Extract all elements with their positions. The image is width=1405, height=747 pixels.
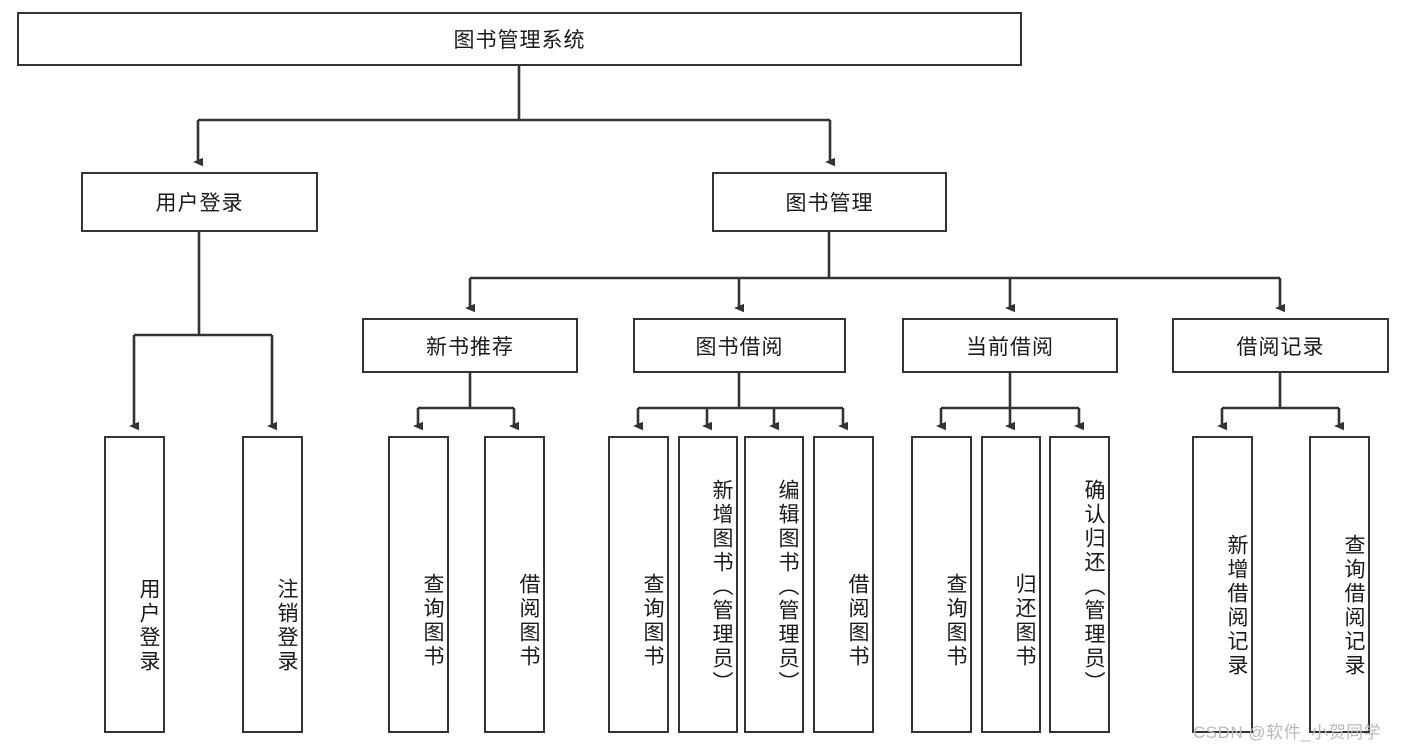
node-book-borrow-label: 图书借阅	[695, 335, 784, 359]
node-borrow-record[interactable]: 借阅记录	[1172, 318, 1389, 373]
node-book-borrow[interactable]: 图书借阅	[633, 318, 846, 373]
node-user-login-label: 用户登录	[155, 192, 244, 215]
node-leaf-add-book[interactable]: 新增图书（管理员）	[678, 436, 738, 733]
node-leaf-query-borrow-record[interactable]: 查询借阅记录	[1309, 436, 1370, 733]
node-root-label: 图书管理系统	[453, 29, 586, 52]
node-root[interactable]: 图书管理系统	[17, 12, 1022, 66]
node-borrow-record-label: 借阅记录	[1236, 335, 1325, 359]
node-current-borrow[interactable]: 当前借阅	[902, 318, 1118, 373]
node-leaf-query-borrow-record-label: 查询借阅记录	[1342, 533, 1365, 678]
node-leaf-edit-book[interactable]: 编辑图书（管理员）	[744, 436, 804, 733]
node-leaf-query-book-2[interactable]: 查询图书	[608, 436, 669, 733]
node-leaf-borrow-book-1[interactable]: 借阅图书	[484, 436, 545, 733]
node-leaf-edit-book-label: 编辑图书（管理员）	[776, 478, 799, 695]
node-leaf-return-book[interactable]: 归还图书	[981, 436, 1041, 733]
node-leaf-query-book-1-label: 查询图书	[421, 572, 444, 669]
node-leaf-query-book-1[interactable]: 查询图书	[388, 436, 449, 733]
node-book-management[interactable]: 图书管理	[712, 172, 947, 232]
node-leaf-query-book-2-label: 查询图书	[641, 572, 664, 669]
node-leaf-borrow-book-1-label: 借阅图书	[517, 572, 540, 669]
node-new-book-recommend-label: 新书推荐	[426, 335, 514, 359]
node-leaf-query-book-3[interactable]: 查询图书	[911, 436, 972, 733]
node-book-management-label: 图书管理	[785, 192, 874, 215]
node-leaf-borrow-book-2[interactable]: 借阅图书	[813, 436, 874, 733]
node-leaf-user-login-label: 用户登录	[137, 577, 160, 674]
node-leaf-return-book-label: 归还图书	[1013, 572, 1036, 669]
node-leaf-add-borrow-record[interactable]: 新增借阅记录	[1192, 436, 1253, 733]
node-current-borrow-label: 当前借阅	[966, 335, 1054, 359]
node-leaf-add-borrow-record-label: 新增借阅记录	[1225, 533, 1248, 678]
node-leaf-user-login[interactable]: 用户登录	[104, 436, 165, 733]
node-leaf-add-book-label: 新增图书（管理员）	[710, 478, 733, 695]
node-leaf-query-book-3-label: 查询图书	[944, 572, 967, 669]
node-leaf-confirm-return-label: 确认归还（管理员）	[1082, 478, 1105, 695]
node-leaf-borrow-book-2-label: 借阅图书	[846, 572, 869, 669]
node-leaf-logout-login-label: 注销登录	[275, 577, 298, 674]
node-leaf-confirm-return[interactable]: 确认归还（管理员）	[1049, 436, 1110, 733]
watermark-text: CSDN @软件_小贺同学	[1193, 723, 1382, 742]
node-leaf-logout-login[interactable]: 注销登录	[242, 436, 303, 733]
node-user-login[interactable]: 用户登录	[81, 172, 318, 232]
node-new-book-recommend[interactable]: 新书推荐	[362, 318, 578, 373]
